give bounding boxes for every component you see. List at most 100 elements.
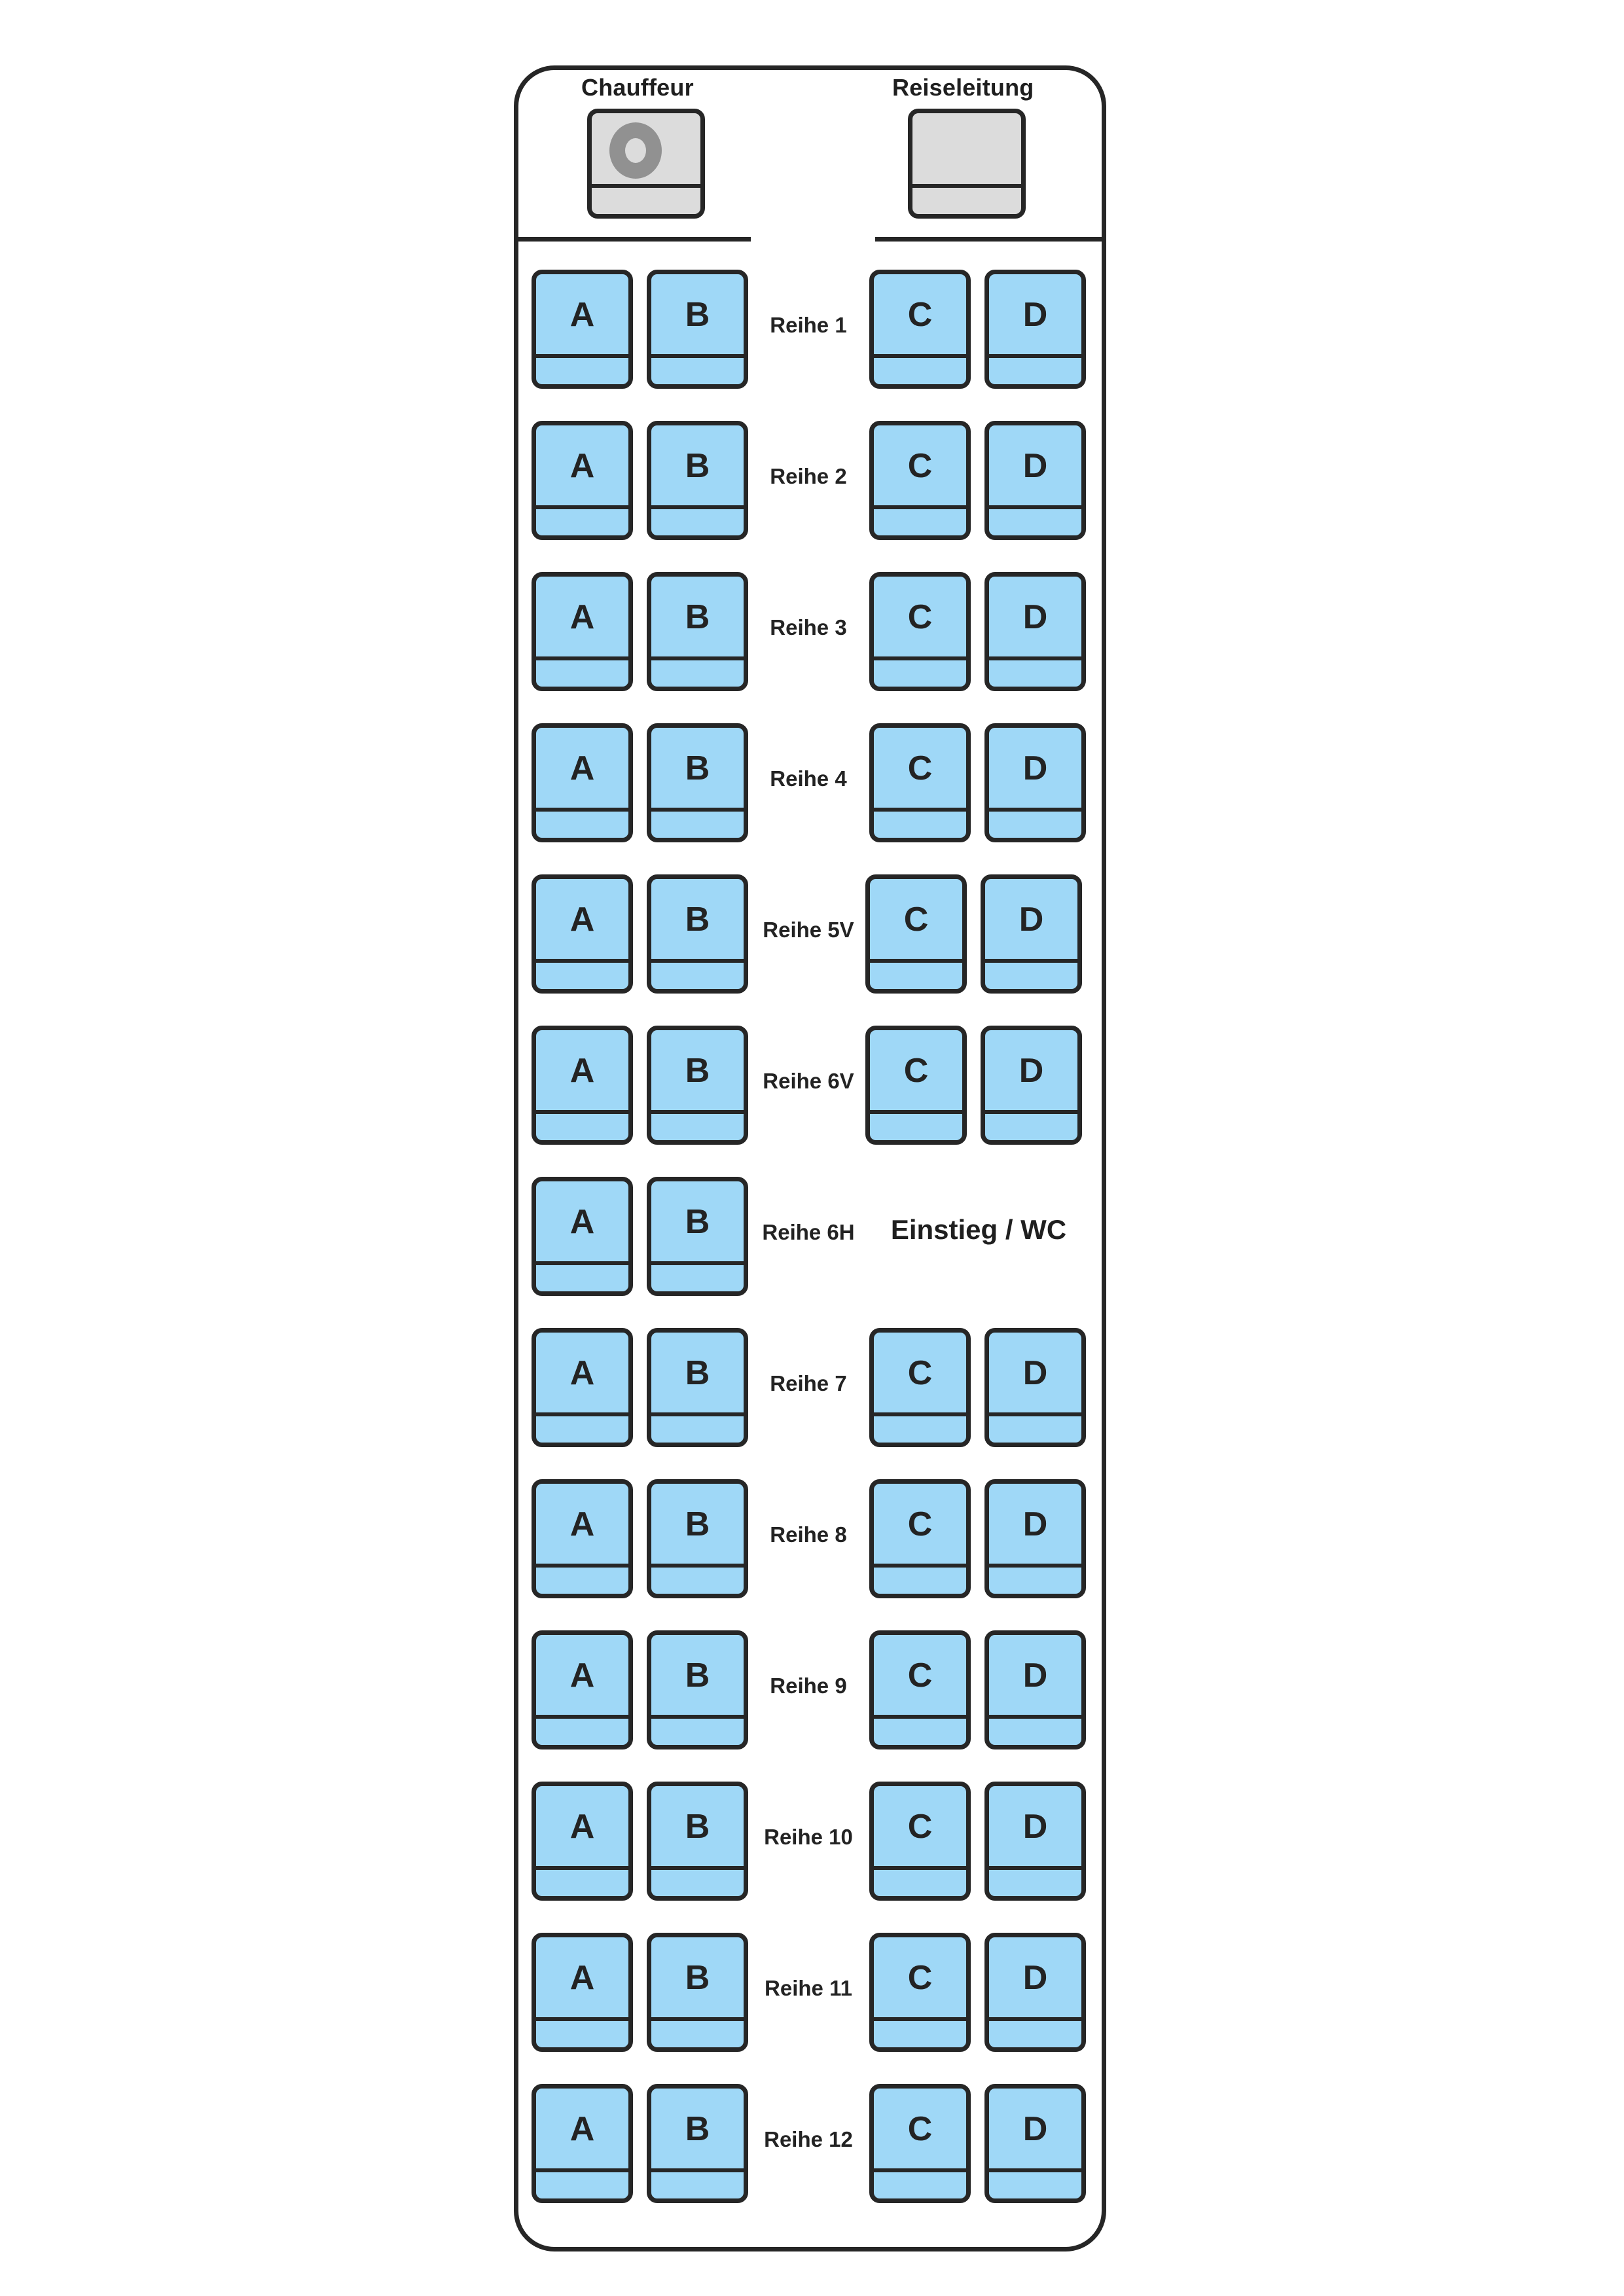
- seat[interactable]: B: [647, 1479, 748, 1598]
- seat[interactable]: A: [532, 1328, 633, 1447]
- seat[interactable]: D: [981, 1026, 1082, 1145]
- seat[interactable]: B: [647, 1933, 748, 2052]
- seat[interactable]: C: [869, 1630, 971, 1749]
- seat[interactable]: A: [532, 1933, 633, 2052]
- seat-cushion: [647, 808, 748, 838]
- seat[interactable]: B: [647, 421, 748, 540]
- seat[interactable]: C: [869, 1933, 971, 2052]
- seat[interactable]: C: [869, 723, 971, 842]
- seat[interactable]: B: [647, 1630, 748, 1749]
- seat[interactable]: C: [869, 270, 971, 389]
- seat[interactable]: B: [647, 2084, 748, 2203]
- seat[interactable]: D: [984, 1328, 1086, 1447]
- row-label: Reihe 11: [765, 1976, 852, 2000]
- seat[interactable]: B: [647, 270, 748, 389]
- seat[interactable]: A: [532, 1479, 633, 1598]
- seat-cushion: [984, 2017, 1086, 2047]
- cabin-divider-left: [514, 237, 751, 242]
- seat[interactable]: D: [981, 874, 1082, 994]
- seat[interactable]: D: [984, 572, 1086, 691]
- seat[interactable]: A: [532, 1630, 633, 1749]
- seat[interactable]: D: [984, 2084, 1086, 2203]
- seat-cushion: [981, 959, 1082, 989]
- chauffeur-label: Chauffeur: [581, 74, 694, 101]
- seat[interactable]: C: [869, 572, 971, 691]
- seat[interactable]: B: [647, 1177, 748, 1296]
- seat-letter: C: [907, 598, 933, 636]
- seat-letter: D: [1022, 749, 1048, 787]
- seat-cushion: [984, 2168, 1086, 2198]
- seat-letter: D: [1022, 2110, 1048, 2148]
- seat-letter: B: [685, 598, 710, 636]
- seat-letter: A: [569, 1203, 595, 1241]
- seat-cushion: [984, 656, 1086, 687]
- seat-letter: C: [907, 749, 933, 787]
- seat-letter: A: [569, 2110, 595, 2148]
- seat[interactable]: B: [647, 572, 748, 691]
- seat-letter: D: [1022, 1505, 1048, 1543]
- seat[interactable]: A: [532, 572, 633, 691]
- seat[interactable]: A: [532, 1782, 633, 1901]
- seat[interactable]: D: [984, 421, 1086, 540]
- seat-letter: D: [1022, 296, 1048, 334]
- seat-letter: D: [1022, 1657, 1048, 1695]
- seat-letter: A: [569, 296, 595, 334]
- seat-cushion: [869, 2017, 971, 2047]
- seat-cushion: [869, 656, 971, 687]
- seat[interactable]: D: [984, 1479, 1086, 1598]
- seat-letter: C: [903, 1052, 929, 1090]
- seat[interactable]: B: [647, 723, 748, 842]
- seat[interactable]: C: [869, 1479, 971, 1598]
- seat[interactable]: C: [869, 421, 971, 540]
- seat[interactable]: A: [532, 421, 633, 540]
- seat-cushion: [532, 1261, 633, 1291]
- seat-letter: D: [1022, 1808, 1048, 1846]
- seat-letter: A: [569, 901, 595, 939]
- seat[interactable]: D: [984, 270, 1086, 389]
- seat[interactable]: A: [532, 723, 633, 842]
- seat[interactable]: C: [865, 874, 967, 994]
- reiseleitung-label: Reiseleitung: [892, 74, 1034, 101]
- seat-letter: A: [569, 598, 595, 636]
- seat[interactable]: A: [532, 1026, 633, 1145]
- seat[interactable]: A: [532, 270, 633, 389]
- seat-cushion: [532, 656, 633, 687]
- seat[interactable]: D: [984, 1933, 1086, 2052]
- seat-cushion: [647, 505, 748, 535]
- seat-letter: D: [1022, 1959, 1048, 1997]
- seat-letter: D: [1022, 447, 1048, 485]
- seat-cushion: [532, 1412, 633, 1443]
- seat[interactable]: A: [532, 874, 633, 994]
- seat[interactable]: D: [984, 1782, 1086, 1901]
- seat[interactable]: D: [984, 1630, 1086, 1749]
- seat[interactable]: C: [869, 1328, 971, 1447]
- seat-letter: A: [569, 1808, 595, 1846]
- seat-cushion: [869, 1715, 971, 1745]
- seat-cushion: [647, 959, 748, 989]
- seat-letter: D: [1022, 598, 1048, 636]
- row-label: Reihe 12: [764, 2127, 853, 2151]
- seat-cushion: [869, 808, 971, 838]
- seat[interactable]: B: [647, 1782, 748, 1901]
- seat-letter: C: [907, 447, 933, 485]
- seat[interactable]: C: [869, 1782, 971, 1901]
- seat-letter: B: [685, 1052, 710, 1090]
- seat[interactable]: B: [647, 1328, 748, 1447]
- seat-cushion: [532, 2017, 633, 2047]
- seat-cushion: [532, 1564, 633, 1594]
- seat-letter: B: [685, 1354, 710, 1392]
- row-label: Reihe 5V: [763, 918, 854, 942]
- seat[interactable]: D: [984, 723, 1086, 842]
- seat[interactable]: C: [869, 2084, 971, 2203]
- seat[interactable]: A: [532, 2084, 633, 2203]
- seat[interactable]: B: [647, 874, 748, 994]
- seat[interactable]: B: [647, 1026, 748, 1145]
- row-label: Reihe 6H: [762, 1220, 855, 1244]
- seat[interactable]: A: [532, 1177, 633, 1296]
- seat[interactable]: C: [865, 1026, 967, 1145]
